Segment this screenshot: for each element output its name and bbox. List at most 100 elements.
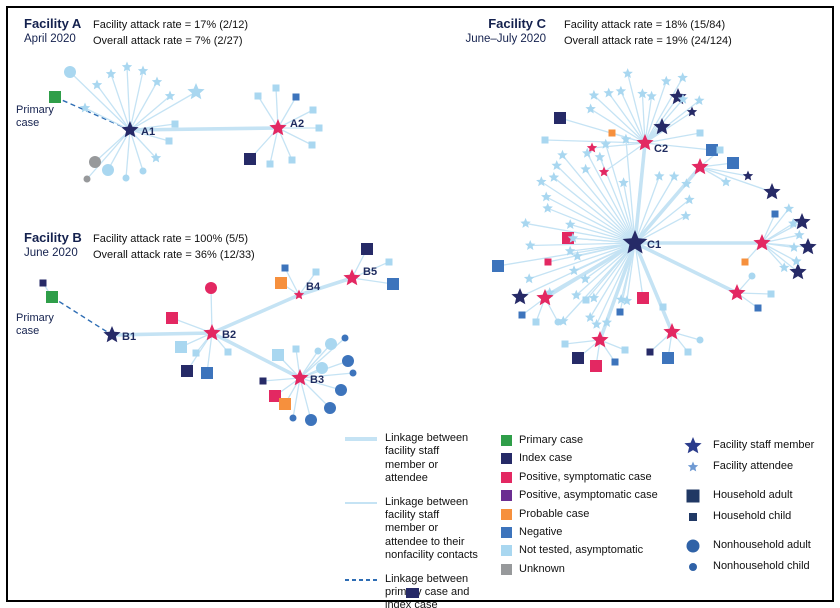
link-thin	[129, 123, 176, 131]
link-thin	[110, 73, 131, 131]
circle-node	[748, 272, 756, 280]
link-thin	[634, 242, 664, 308]
square-node	[684, 348, 692, 356]
link-thin	[69, 71, 131, 131]
square-node	[39, 279, 47, 287]
star-node	[791, 255, 802, 266]
square-node	[49, 91, 61, 103]
legend-dashed-line-swatch	[345, 578, 377, 581]
square-node	[532, 318, 540, 326]
link-thin	[736, 292, 772, 295]
star-node	[668, 171, 680, 181]
hub-label-A2: A2	[290, 118, 304, 130]
star-node	[591, 331, 609, 348]
legend-linkage-label: Linkage between primary case and index c…	[385, 572, 470, 608]
legend-status-item: Negative	[501, 526, 679, 539]
link-thin	[129, 81, 158, 131]
legend-status-item: Not tested, asymptomatic	[501, 544, 679, 557]
star-node	[663, 323, 681, 340]
link-thin	[528, 242, 636, 280]
link-thin	[634, 176, 675, 244]
facility-b-overall-rate: Overall attack rate = 36% (12/33)	[93, 249, 255, 261]
link-thin	[644, 111, 693, 144]
star-node	[564, 245, 576, 256]
link-thin	[644, 96, 653, 144]
square-node	[637, 292, 649, 304]
circle-node	[342, 355, 354, 367]
square-node	[192, 349, 200, 357]
link-thin	[497, 242, 636, 267]
figure-border	[6, 6, 834, 602]
star-node	[620, 133, 632, 144]
link-thin	[606, 242, 636, 323]
hub-label-B3: B3	[310, 374, 324, 386]
link-thin	[573, 242, 636, 272]
circle-node	[122, 174, 130, 182]
link-thin	[634, 215, 687, 244]
link-thin	[761, 222, 794, 244]
link-thin	[634, 242, 644, 299]
link-thin	[269, 127, 279, 165]
link-thin	[277, 127, 313, 146]
link-thin	[644, 80, 667, 144]
link-thin	[564, 339, 601, 345]
square-node	[611, 358, 619, 366]
network-edges	[42, 66, 809, 421]
legend-swatch-primary	[501, 435, 512, 446]
square-node	[254, 92, 262, 100]
link-thin	[620, 90, 646, 144]
star-node	[728, 284, 746, 301]
facility-b-title: Facility B	[24, 230, 82, 245]
legend-status-label: Not tested, asymptomatic	[519, 544, 644, 557]
star-node	[525, 240, 536, 250]
legend-circle-s-swatch	[689, 563, 697, 571]
star-node	[203, 324, 221, 341]
legend-status-item: Index case	[501, 452, 679, 465]
footer-mark	[406, 588, 419, 598]
star-node	[720, 176, 732, 187]
star-node	[293, 289, 305, 300]
star-node	[677, 72, 688, 83]
square-node	[275, 277, 287, 289]
square-node	[771, 210, 779, 218]
legend-swatch-negative	[501, 527, 512, 539]
circle-node	[89, 156, 101, 168]
link-thin	[627, 73, 646, 144]
square-node	[272, 349, 284, 361]
legend-role-item: Household adult	[680, 486, 832, 506]
legend-status-item: Positive, asymptomatic case	[501, 489, 679, 502]
square-node	[312, 268, 320, 276]
link-thin	[572, 237, 636, 244]
star-node	[753, 234, 771, 251]
network-nodes	[39, 61, 817, 426]
link-thin	[608, 92, 646, 144]
square-node	[292, 345, 300, 353]
facility-a-header: Facility A April 2020	[24, 16, 81, 45]
link-thin	[671, 331, 701, 341]
link-thin	[570, 242, 636, 252]
star-node	[600, 138, 611, 149]
star-node	[91, 79, 103, 90]
square-node	[561, 340, 569, 348]
square-node	[181, 365, 193, 377]
link-thick	[211, 293, 300, 335]
star-node	[603, 87, 614, 98]
hub-label-C1: C1	[647, 239, 661, 251]
star-node	[548, 171, 560, 182]
circle-node	[335, 384, 347, 396]
link-thin	[591, 142, 646, 149]
star-node	[105, 68, 117, 79]
link-thin	[584, 242, 636, 280]
legend-swatch-unknown	[501, 563, 512, 575]
star-node	[567, 232, 579, 243]
link-thin	[599, 339, 626, 351]
link-thin	[94, 129, 131, 163]
link-thin	[761, 242, 797, 262]
square-node	[309, 106, 317, 114]
link-thin	[299, 377, 331, 409]
square-node	[308, 141, 316, 149]
legend-star-s-swatch	[687, 461, 699, 472]
link-thin	[699, 166, 773, 193]
link-thick	[634, 241, 738, 295]
link-thin	[351, 277, 394, 285]
